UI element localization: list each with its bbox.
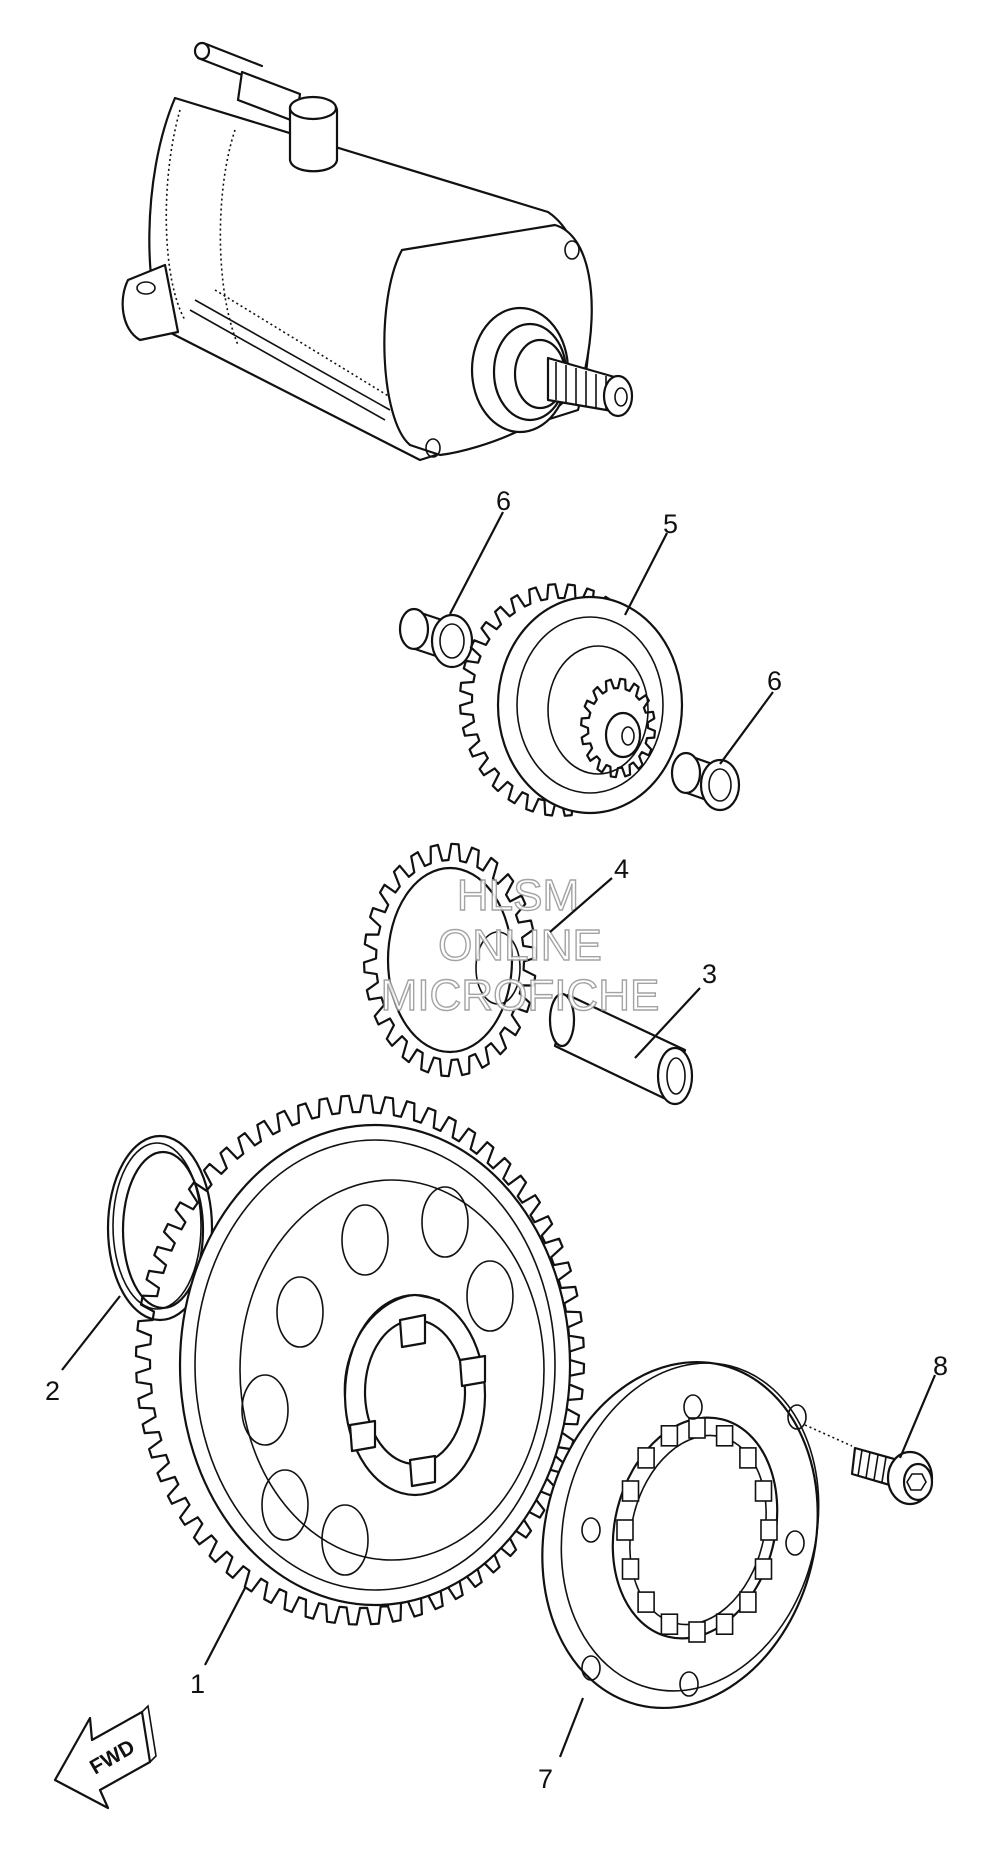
callout-4: 4 [549,854,629,933]
forward-direction-arrow: FWD [53,1704,157,1810]
watermark-line-1: HLSM [457,871,579,920]
bush-6-right [670,751,741,812]
shaft-3 [548,992,694,1106]
clutch-roller [754,1480,773,1502]
clutch-roller [616,1519,634,1541]
washer-2 [106,1134,214,1322]
clutch-roller [660,1425,679,1447]
gear-4 [362,842,538,1078]
clutch-roller [754,1558,773,1580]
starter-wheel-gear-1 [134,1094,586,1626]
clutch-roller [621,1558,640,1580]
callout-6-left-label: 6 [496,486,511,516]
callout-6-right-label: 6 [767,666,782,696]
clutch-roller [621,1480,640,1502]
bush-6-left [398,607,474,669]
idler-gear-5 [459,583,684,817]
callout-6-right: 6 [719,666,782,765]
callout-4-label: 4 [614,854,629,884]
callout-3-label: 3 [702,959,717,989]
callout-6-left: 6 [449,486,511,615]
clutch-roller [688,1417,706,1439]
callout-5: 5 [624,509,678,616]
one-way-clutch-7 [541,1360,820,1710]
callout-8-label: 8 [933,1351,948,1381]
callout-7: 7 [538,1697,585,1794]
clutch-roller [688,1621,706,1643]
clutch-roller [715,1613,734,1635]
callout-3: 3 [634,959,717,1059]
callout-5-label: 5 [663,509,678,539]
watermark-line-3: MICROFICHE [381,971,660,1020]
callout-8: 8 [898,1351,948,1459]
callout-1-label: 1 [190,1669,205,1699]
clutch-roller [739,1591,757,1613]
callout-2-label: 2 [45,1376,60,1406]
clutch-roller [637,1591,655,1613]
callout-2: 2 [45,1295,121,1406]
clutch-roller [739,1447,757,1469]
clutch-roller [660,1613,679,1635]
clutch-roller [715,1425,734,1447]
callout-1: 1 [190,1587,246,1699]
clutch-roller [637,1447,655,1469]
bolt-8 [804,1424,934,1506]
starter-motor [121,41,634,462]
watermark-line-2: ONLINE [438,921,602,970]
clutch-roller [760,1519,778,1541]
watermark: HLSM ONLINE MICROFICHE [380,870,660,1020]
callout-7-label: 7 [538,1764,553,1794]
